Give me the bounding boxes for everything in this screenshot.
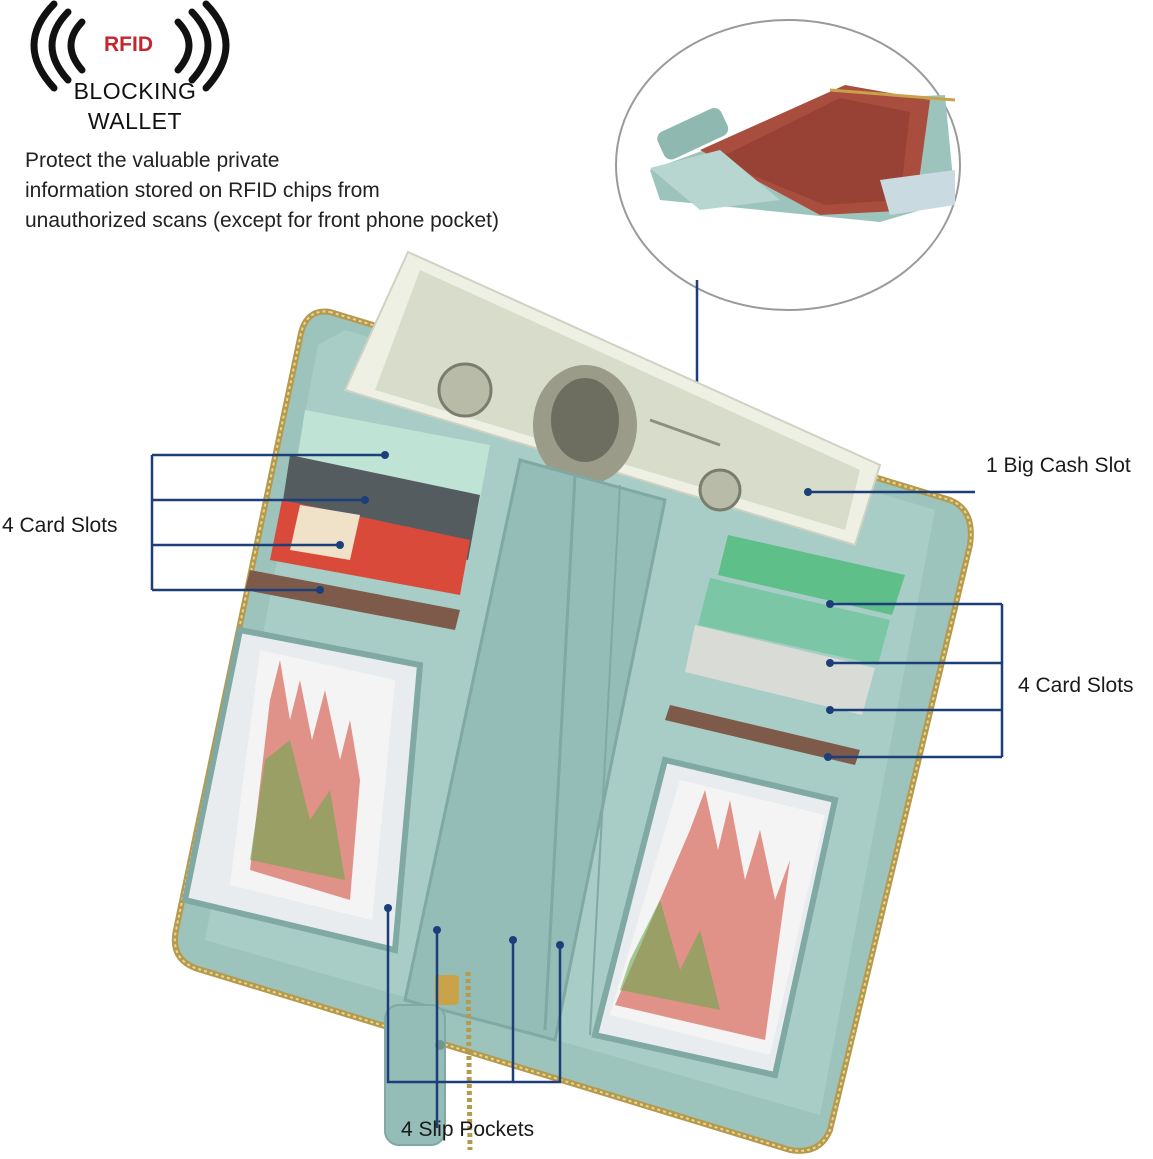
left-card-slots-label: 4 Card Slots: [2, 514, 118, 537]
callout-lines: [150, 453, 1004, 1128]
badge-line-wallet: WALLET: [87, 108, 183, 134]
rfid-signal-icon: [30, 0, 230, 92]
right-card-slots: [591, 535, 905, 1079]
rfid-label: RFID: [104, 33, 153, 56]
description-line-1: Protect the valuable private: [25, 149, 280, 172]
rfid-description: Protect the valuable private information…: [25, 146, 625, 236]
description-line-2: information stored on RFID chips from: [25, 179, 380, 202]
right-card-slots-label: 4 Card Slots: [1018, 674, 1134, 697]
phone-pocket-inset: [615, 19, 961, 311]
cash-slot-label: 1 Big Cash Slot: [986, 454, 1131, 477]
banknote: [343, 250, 882, 547]
center-divider: [384, 458, 667, 1151]
callout-points: [316, 451, 834, 949]
description-line-3: unauthorized scans (except for front pho…: [25, 209, 499, 232]
slip-pockets-label: 4 Slip Pockets: [401, 1118, 535, 1141]
badge-line-blocking: BLOCKING: [73, 78, 197, 104]
left-card-slots: [181, 410, 490, 954]
